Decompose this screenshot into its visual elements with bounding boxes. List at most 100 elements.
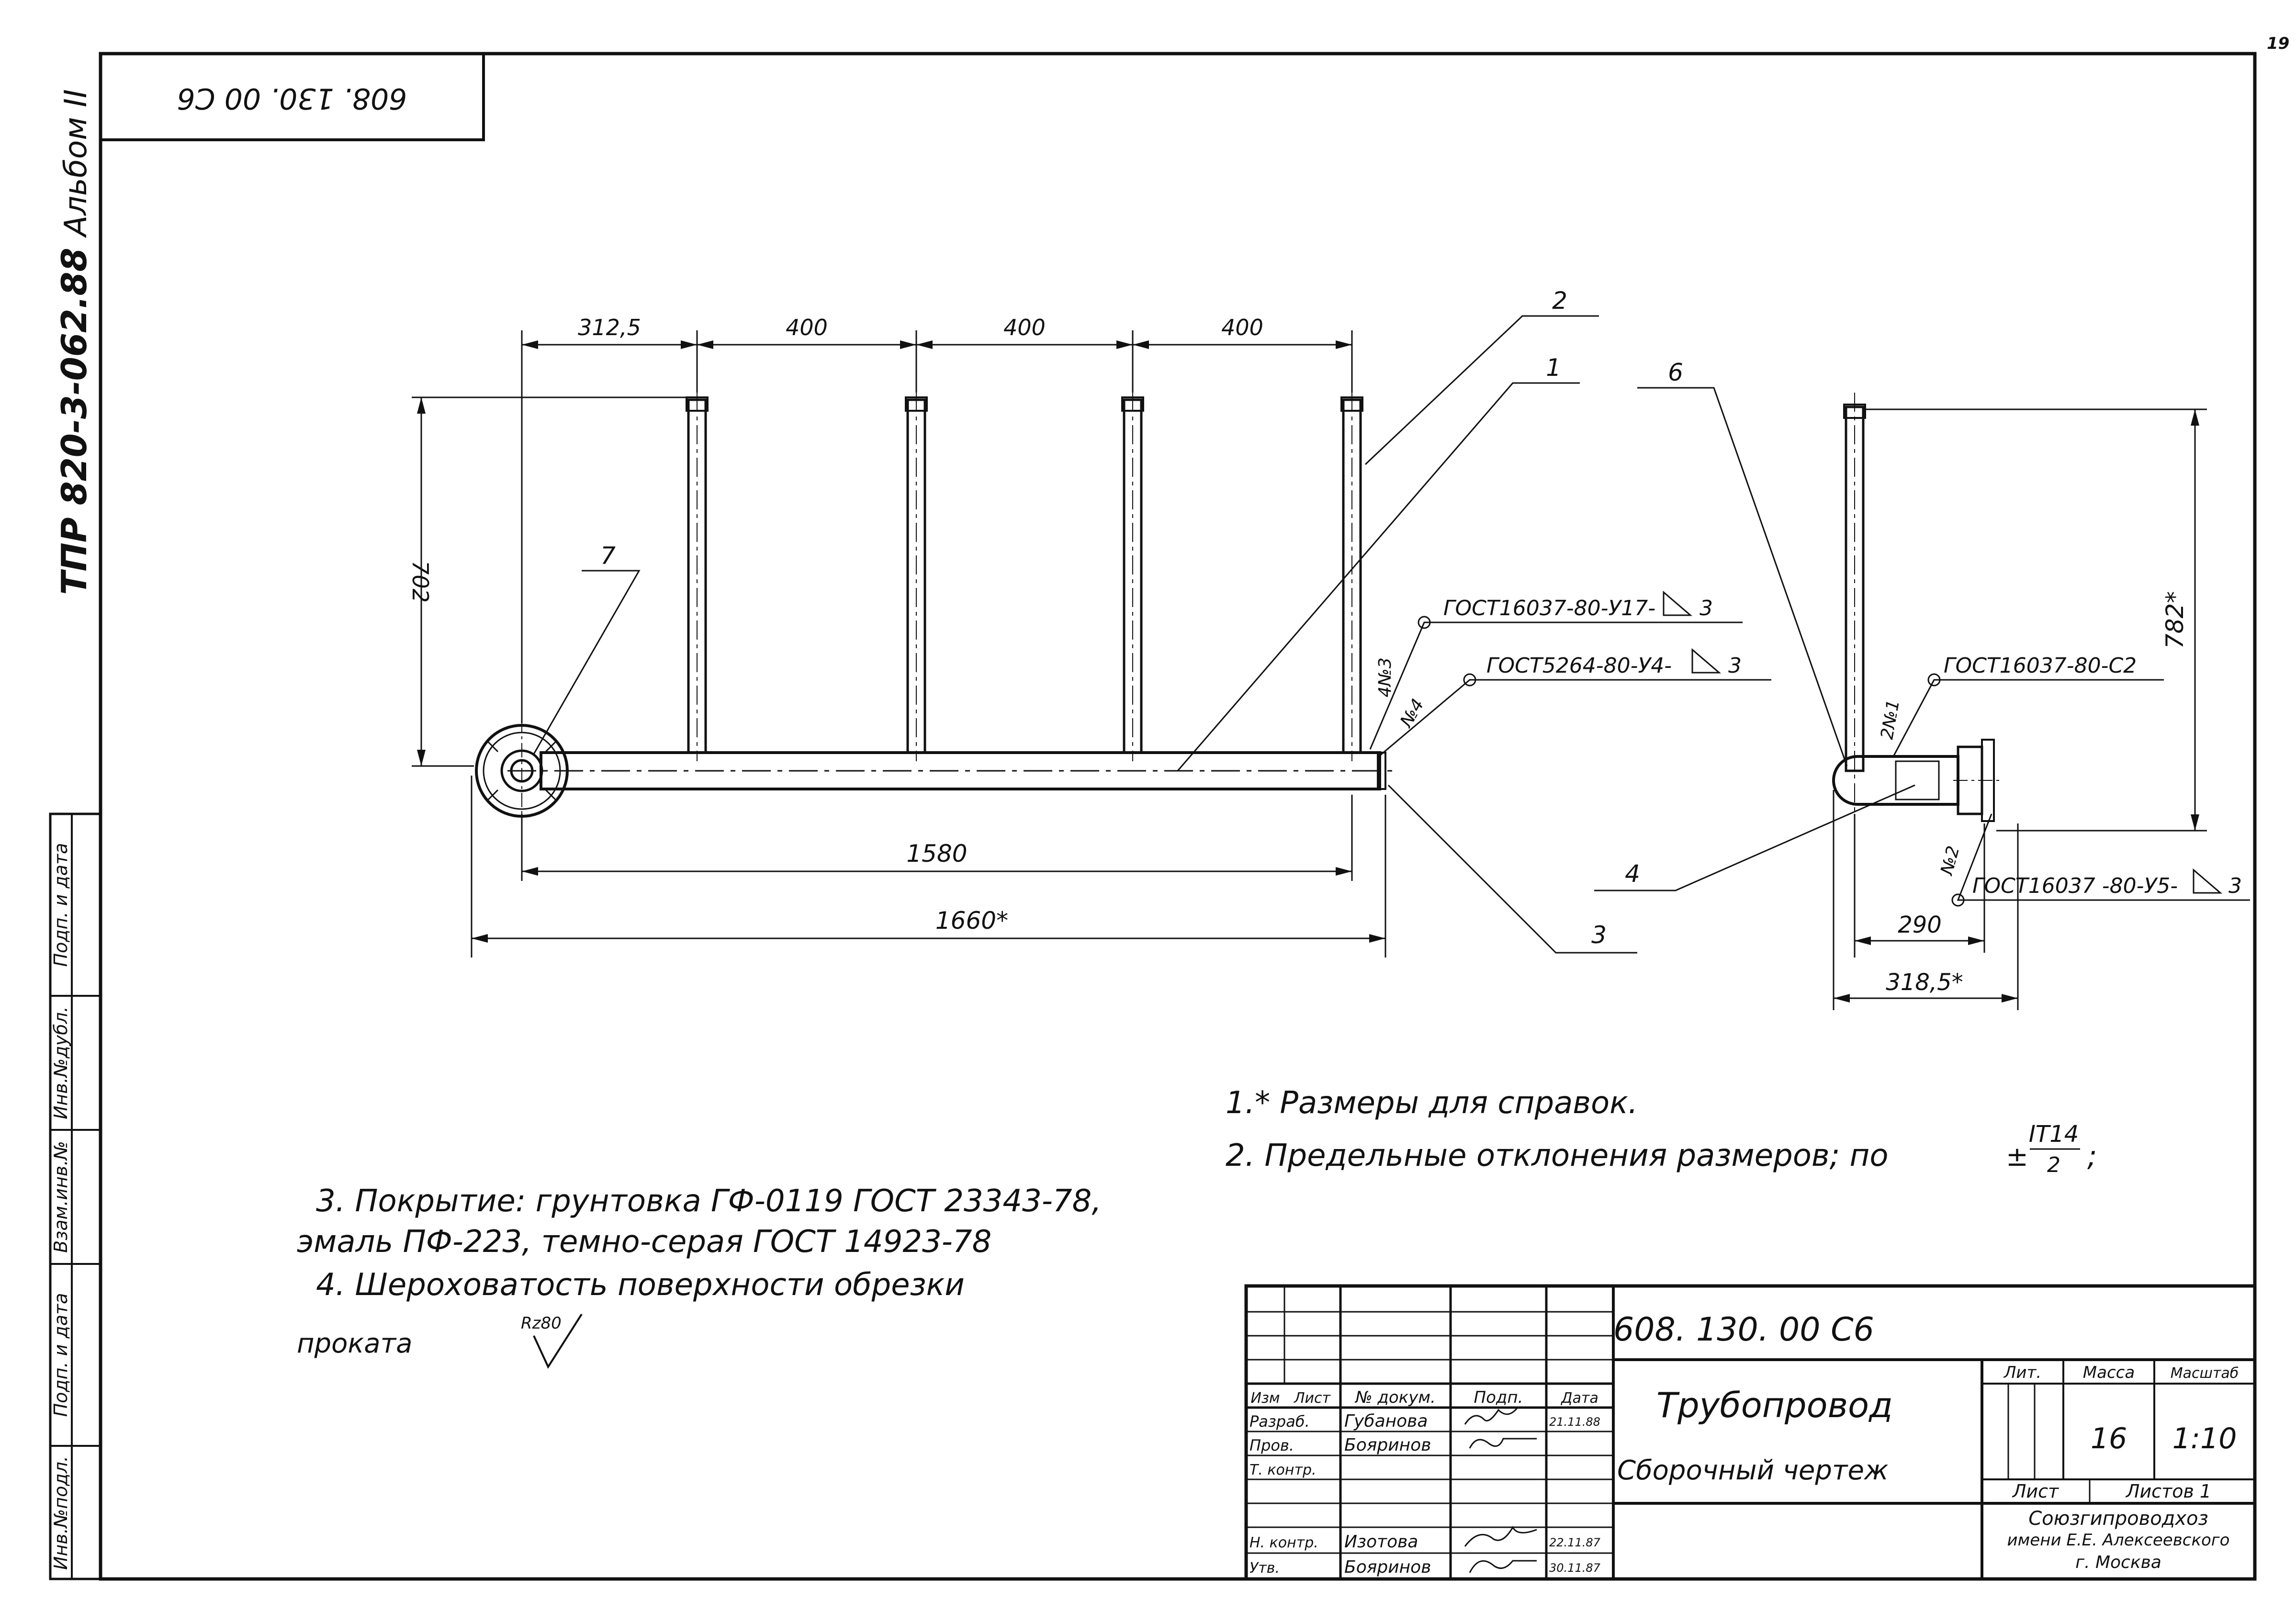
scale-label: Масштаб [2171, 1365, 2239, 1382]
fillet-weld-triangle-icon [1691, 648, 1722, 674]
leader-line [1369, 621, 1743, 750]
flange-bolt-mark [545, 789, 556, 800]
weld-joint-label: 4№3 [1375, 657, 1395, 697]
dimension-arrows [522, 340, 1352, 349]
title-product-name: Трубопровод [1656, 1385, 1893, 1425]
flange-bolt-mark [545, 741, 556, 753]
callout-number: 7 [600, 542, 616, 570]
weld-circle-marker [1951, 893, 1965, 907]
dim-782: 782* [2161, 591, 2189, 649]
note-2-end: ; [2087, 1139, 2097, 1173]
dim-400-a: 400 [786, 315, 828, 340]
name-cell: Губанова [1344, 1411, 1428, 1431]
weld-symbol-3: ГОСТ16037-80-С2 2№1 [1877, 654, 2164, 757]
col-header: Подп. [1474, 1388, 1523, 1407]
lit-label: Лит. [2003, 1363, 2041, 1382]
weld-symbol-4: ГОСТ16037 -80-У5- 3 №2 [1937, 813, 2250, 907]
note-1: 1.* Размеры для справок. [1226, 1085, 1638, 1121]
sheet-label: Лист [2012, 1481, 2060, 1502]
leader-line [533, 570, 641, 755]
title-block: Изм Лист № докум. Подп. Дата Разраб. Губ… [1244, 1284, 2257, 1581]
branch-pipe-2 [905, 393, 928, 761]
dimension-702: 702 [407, 396, 688, 767]
col-header: Дата [1560, 1390, 1598, 1407]
weld-joint-label: 2№1 [1877, 698, 1903, 741]
signature-mark [1469, 1438, 1537, 1449]
mass-label: Масса [2083, 1363, 2135, 1382]
dim-312-5: 312,5 [578, 315, 641, 340]
technical-notes: 1.* Размеры для справок. 2. Предельные о… [297, 1085, 2097, 1369]
roughness-value: Rz80 [521, 1314, 562, 1333]
role-cell: Т. контр. [1249, 1462, 1317, 1478]
note-4-line-2: проката [297, 1328, 413, 1359]
weld-circle-marker [1927, 673, 1941, 687]
fillet-weld-triangle-icon [1663, 590, 1693, 616]
organization-line: г. Москва [2075, 1553, 2161, 1572]
col-header: Лист [1294, 1390, 1331, 1407]
callout-number: 6 [1668, 359, 1683, 386]
leader-line [1177, 382, 1580, 771]
dimension-318-5: 318,5* [1833, 790, 2019, 1010]
branch-pipe-3 [1121, 393, 1144, 761]
roughness-check-icon [533, 1313, 583, 1369]
dimension-1580: 1580 [521, 795, 1353, 881]
role-cell: Пров. [1249, 1436, 1294, 1454]
weld-designation: ГОСТ16037-80-С2 [1944, 654, 2137, 678]
leader-line [1364, 315, 1599, 465]
title-block-border [1244, 1284, 2257, 1581]
side-stamp-label: Подп. и дата [50, 1293, 71, 1417]
rotated-code-box [99, 52, 485, 141]
name-cell: Изотова [1344, 1532, 1418, 1552]
leader-line [1594, 784, 1915, 891]
side-stamp-label: Подп. и дата [50, 843, 71, 967]
organization-line: имени Е.Е. Алексеевского [2007, 1531, 2230, 1550]
flange-bolt-mark [487, 741, 499, 753]
leader-line [1378, 679, 1771, 757]
note-2-denominator: 2 [2047, 1153, 2060, 1177]
dim-1660: 1660* [935, 907, 1008, 935]
dim-400-c: 400 [1221, 315, 1263, 340]
sheets-label: Листов 1 [2125, 1481, 2211, 1502]
note-3-line-1: 3. Покрытие: грунтовка ГФ-0119 ГОСТ 2334… [316, 1183, 1102, 1219]
dim-400-b: 400 [1003, 315, 1046, 340]
name-cell: Бояринов [1344, 1557, 1431, 1577]
leader-line [1387, 784, 1637, 954]
weld-size: 3 [2228, 874, 2242, 898]
weld-circle-marker [1418, 616, 1431, 629]
name-cell: Бояринов [1344, 1435, 1431, 1455]
mass-value: 16 [2091, 1422, 2127, 1455]
weld-joint-label: №2 [1937, 844, 1964, 878]
note-3-line-2: эмаль ПФ-223, темно-серая ГОСТ 14923-78 [297, 1224, 991, 1260]
note-2: 2. Предельные отклонения размеров; по [1226, 1138, 1888, 1173]
note-2-plus-minus: ± [2006, 1141, 2028, 1172]
note-4-line-1: 4. Шероховатость поверхности обрезки [316, 1267, 965, 1303]
organization-line: Союзгипроводхоз [2028, 1508, 2208, 1530]
branch-pipe-1 [686, 393, 709, 761]
callout-4: 4 [1594, 784, 1915, 891]
margin-area: 608. 130. 00 С6 ТПР 820-3-062.88 Альбом … [49, 52, 485, 1580]
callout-6: 6 [1637, 359, 1848, 766]
signature-mark [1464, 1407, 1519, 1425]
date-cell: 21.11.88 [1549, 1415, 1600, 1429]
dimension-290: 290 [1854, 814, 1985, 958]
dim-1580: 1580 [906, 840, 967, 868]
callout-number: 3 [1591, 921, 1607, 949]
col-header: № докум. [1354, 1388, 1436, 1407]
weld-symbol-2: ГОСТ5264-80-У4- 3 №4 [1378, 648, 1771, 757]
role-cell: Н. контр. [1249, 1534, 1318, 1551]
role-cell: Утв. [1249, 1560, 1280, 1577]
side-stamp-label: Инв.№подл. [50, 1456, 71, 1570]
album-label: Альбом II [58, 89, 94, 238]
weld-designation: ГОСТ5264-80-У4- [1486, 654, 1672, 678]
callout-number: 2 [1552, 287, 1567, 315]
weld-size: 3 [1699, 596, 1713, 620]
role-cell: Разраб. [1249, 1412, 1310, 1431]
signature-mark [1469, 1560, 1537, 1573]
weld-joint-label: №4 [1396, 696, 1428, 732]
dim-290: 290 [1898, 912, 1942, 938]
side-outlet-pipe [1832, 755, 1959, 806]
leader-line [1637, 387, 1848, 766]
side-stamp-box [49, 812, 102, 1580]
dim-702: 702 [407, 561, 433, 603]
